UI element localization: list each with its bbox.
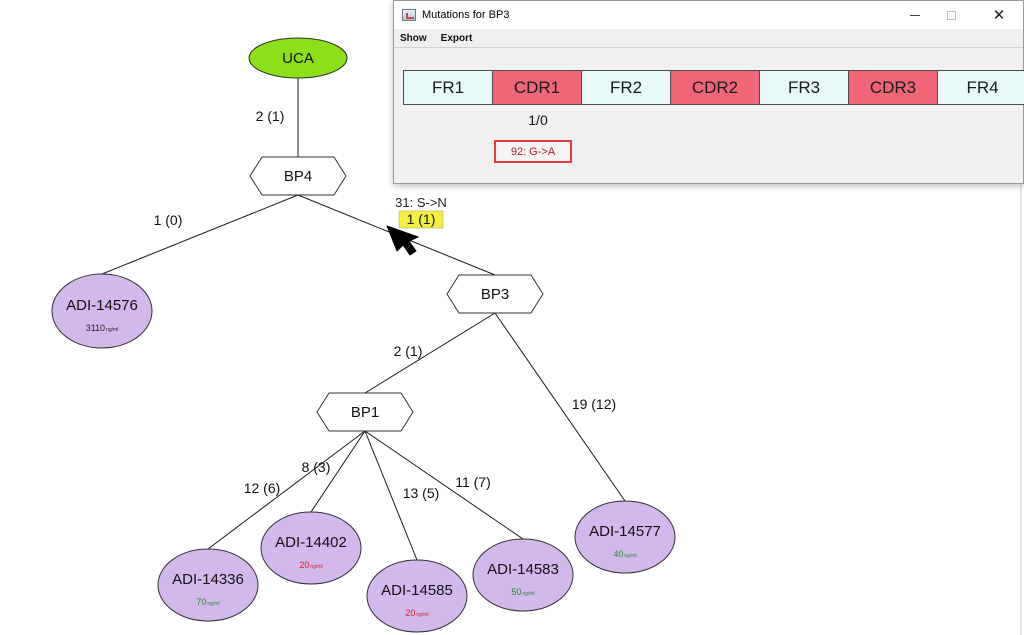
maximize-icon bbox=[946, 10, 956, 20]
node-value-number: 20 bbox=[299, 560, 309, 570]
node-value-unit: ng/ml bbox=[522, 591, 534, 597]
node-value-number: 50 bbox=[511, 587, 521, 597]
tree-node[interactable]: ADI-14576 3110ng/ml bbox=[51, 273, 153, 349]
minimize-icon bbox=[910, 14, 920, 16]
tree-node[interactable]: ADI-14585 20ng/ml bbox=[366, 559, 468, 633]
node-value-unit: ng/ml bbox=[310, 564, 322, 570]
edge-label: 13 (5) bbox=[403, 485, 440, 501]
tree-node[interactable]: BP4 bbox=[249, 156, 347, 196]
window-title: Mutations for BP3 bbox=[422, 9, 510, 21]
node-value: 20ng/ml bbox=[299, 560, 322, 570]
tree-node[interactable]: BP3 bbox=[446, 274, 544, 314]
node-value-unit: ng/ml bbox=[416, 612, 428, 618]
edge-label: 1 (1) bbox=[407, 211, 436, 227]
menu-divider bbox=[394, 47, 1023, 48]
node-label: ADI-14576 bbox=[66, 297, 138, 314]
tree-node[interactable]: ADI-14336 70ng/ml bbox=[157, 548, 259, 622]
node-ellipse bbox=[366, 559, 468, 633]
node-label: ADI-14577 bbox=[589, 523, 661, 540]
edge-label: 2 (1) bbox=[256, 108, 285, 124]
region-cdr1[interactable]: CDR1 bbox=[493, 71, 582, 104]
node-value-number: 20 bbox=[405, 608, 415, 618]
node-label: ADI-14583 bbox=[487, 561, 559, 578]
node-value: 40ng/ml bbox=[613, 549, 636, 559]
java-app-icon bbox=[402, 9, 416, 21]
minimize-button[interactable] bbox=[897, 1, 933, 29]
cdr1-mutation-count: 1/0 bbox=[528, 112, 548, 128]
node-value-number: 40 bbox=[613, 549, 623, 559]
node-label: UCA bbox=[282, 50, 314, 67]
window-title-bar[interactable]: Mutations for BP3 ✕ bbox=[394, 1, 1023, 29]
node-ellipse bbox=[260, 511, 362, 585]
node-value: 3110ng/ml bbox=[86, 323, 119, 333]
node-value-unit: ng/ml bbox=[624, 553, 636, 559]
region-fr3[interactable]: FR3 bbox=[760, 71, 849, 104]
edge-label: 8 (3) bbox=[302, 459, 331, 475]
tree-node[interactable]: ADI-14583 50ng/ml bbox=[472, 538, 574, 612]
maximize-button[interactable] bbox=[933, 1, 969, 29]
node-label: BP3 bbox=[481, 286, 509, 303]
tree-node[interactable]: BP1 bbox=[316, 392, 414, 432]
node-value: 70ng/ml bbox=[196, 597, 219, 607]
node-ellipse bbox=[51, 273, 153, 349]
menu-show[interactable]: Show bbox=[400, 32, 427, 44]
edge-label: 1 (0) bbox=[154, 212, 183, 228]
tree-node[interactable]: ADI-14577 40ng/ml bbox=[574, 500, 676, 574]
region-fr1[interactable]: FR1 bbox=[404, 71, 493, 104]
edge-label: 12 (6) bbox=[244, 480, 281, 496]
tree-node[interactable]: ADI-14402 20ng/ml bbox=[260, 511, 362, 585]
close-icon: ✕ bbox=[992, 7, 1006, 24]
tree-node[interactable]: UCA bbox=[248, 37, 348, 79]
tree-edge bbox=[364, 312, 496, 394]
edge-highlight-box bbox=[398, 210, 444, 229]
node-label: BP4 bbox=[284, 168, 312, 185]
menu-export[interactable]: Export bbox=[440, 32, 473, 44]
node-value-unit: ng/ml bbox=[207, 601, 219, 607]
edge-label: 11 (7) bbox=[455, 474, 491, 490]
node-hexagon bbox=[316, 392, 414, 432]
mouse-cursor-icon bbox=[386, 225, 419, 256]
tree-edge bbox=[364, 430, 524, 540]
edge-tooltip: 31: S->N bbox=[395, 195, 447, 210]
region-cdr3[interactable]: CDR3 bbox=[849, 71, 938, 104]
tree-edge bbox=[310, 430, 366, 513]
node-label: ADI-14402 bbox=[275, 534, 347, 551]
node-hexagon bbox=[249, 156, 347, 196]
mutation-chip[interactable]: 92: G->A bbox=[494, 140, 572, 163]
node-value: 50ng/ml bbox=[511, 587, 534, 597]
region-fr4[interactable]: FR4 bbox=[938, 71, 1024, 104]
tree-edge bbox=[494, 312, 626, 502]
node-hexagon bbox=[446, 274, 544, 314]
node-value-unit: ng/ml bbox=[106, 327, 118, 333]
region-cdr2[interactable]: CDR2 bbox=[671, 71, 760, 104]
node-label: ADI-14585 bbox=[381, 582, 453, 599]
node-ellipse bbox=[248, 37, 348, 79]
node-value-number: 3110 bbox=[86, 323, 105, 333]
edge-label: 2 (1) bbox=[394, 343, 423, 359]
node-ellipse bbox=[157, 548, 259, 622]
region-fr2[interactable]: FR2 bbox=[582, 71, 671, 104]
node-label: ADI-14336 bbox=[172, 571, 244, 588]
tree-edge bbox=[364, 430, 418, 561]
node-ellipse bbox=[472, 538, 574, 612]
close-button[interactable]: ✕ bbox=[981, 1, 1017, 29]
menu-bar: Show Export bbox=[394, 29, 1023, 47]
tree-edge bbox=[101, 194, 299, 275]
node-value: 20ng/ml bbox=[405, 608, 428, 618]
edge-label: 19 (12) bbox=[572, 396, 616, 412]
node-value-number: 70 bbox=[196, 597, 206, 607]
node-label: BP1 bbox=[351, 404, 379, 421]
node-ellipse bbox=[574, 500, 676, 574]
tree-edge bbox=[207, 430, 366, 550]
